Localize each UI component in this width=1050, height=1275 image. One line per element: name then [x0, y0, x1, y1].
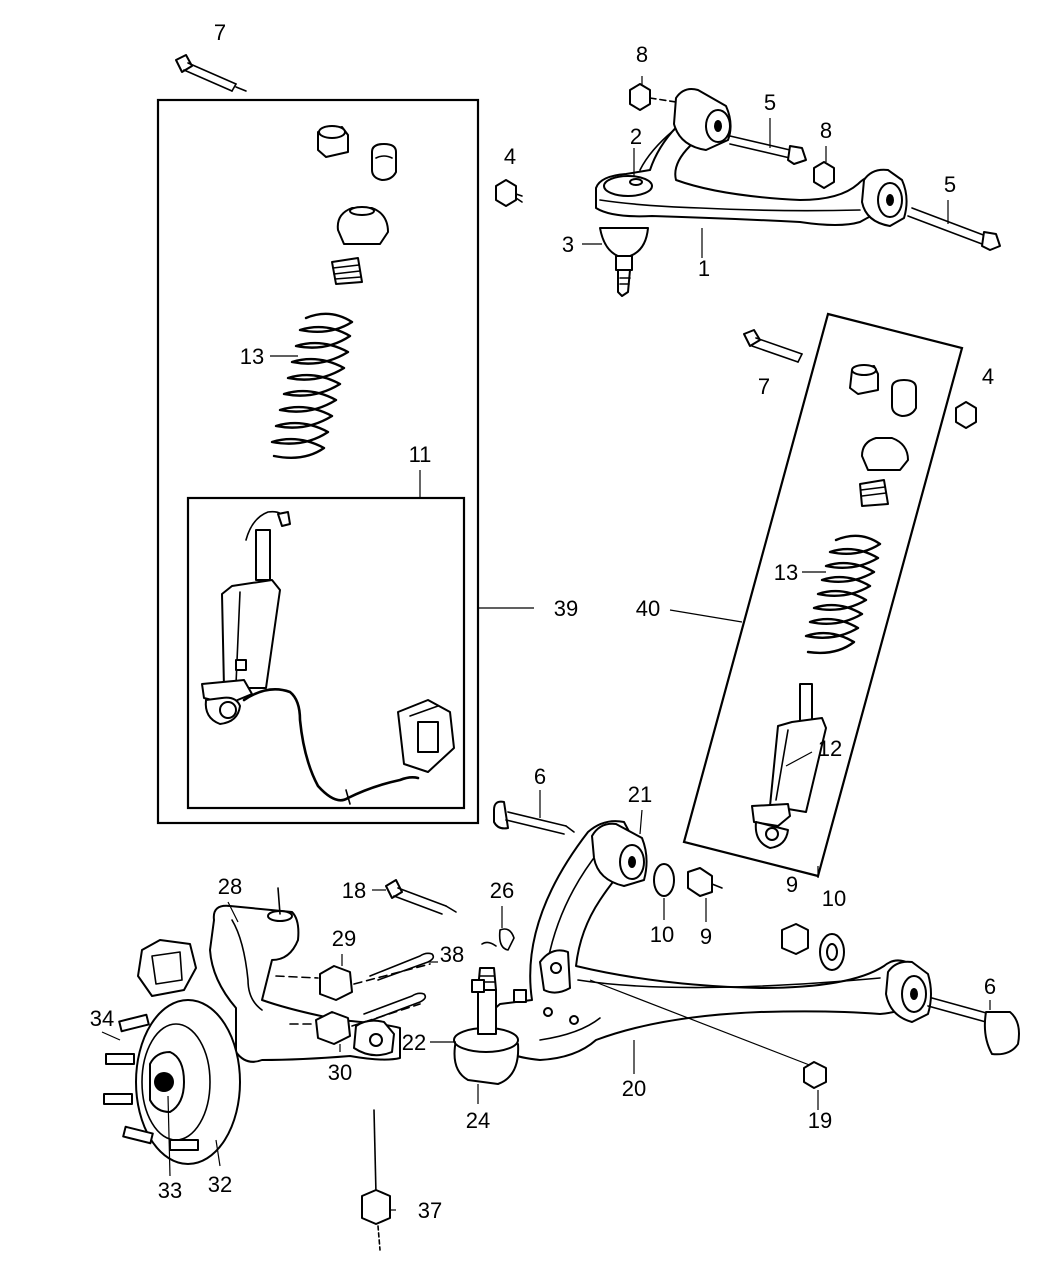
callout-26: 26	[490, 878, 514, 903]
callout-21: 21	[628, 782, 652, 807]
callout-5-rear: 5	[944, 172, 956, 197]
upper-control-arm	[595, 88, 908, 297]
jounce-bumper-left	[331, 257, 363, 285]
callout-6-left: 6	[534, 764, 546, 789]
callout-40: 40	[636, 596, 660, 621]
leader-lines-left-strut	[270, 355, 534, 609]
bolt-6-right	[927, 997, 1020, 1056]
nut-8-rear	[813, 146, 835, 189]
callout-9-strut: 9	[786, 872, 798, 897]
callout-38: 38	[440, 942, 464, 967]
callout-labels: 1 2 3 4 4 5 5 6 6 7 7 8 8 9 9 9 10 10 11…	[90, 20, 996, 1223]
callout-28: 28	[218, 874, 242, 899]
washer-10-rear	[819, 933, 845, 971]
lower-ball-joint	[453, 967, 527, 1085]
callout-9-front: 9	[700, 924, 712, 949]
callout-24: 24	[466, 1108, 490, 1133]
callout-22: 22	[402, 1030, 426, 1055]
cotter-pin-38	[363, 952, 438, 1021]
steering-knuckle	[137, 904, 401, 1063]
wheel-hub	[103, 999, 241, 1165]
bolt-6-left	[493, 790, 575, 835]
strut-bushing-clip-right	[891, 379, 917, 417]
callout-34: 34	[90, 1006, 114, 1031]
callout-4-left: 4	[504, 144, 516, 169]
callout-20: 20	[622, 1076, 646, 1101]
callout-32: 32	[208, 1172, 232, 1197]
callout-29: 29	[332, 926, 356, 951]
callout-33: 33	[158, 1178, 182, 1203]
nut-9-rear	[781, 923, 809, 955]
callout-8-front: 8	[636, 42, 648, 67]
bolt-18	[372, 879, 457, 915]
nut-37	[361, 1109, 391, 1251]
leader-lines-knuckle	[101, 901, 396, 1211]
stud-28	[277, 887, 281, 915]
callout-4-right: 4	[982, 364, 994, 389]
shock-absorber-right	[751, 683, 827, 849]
callout-30: 30	[328, 1060, 352, 1085]
nut-9-front	[687, 867, 723, 922]
nut-4-right	[955, 401, 977, 429]
nut-19	[803, 1061, 827, 1110]
leader-lines-upper-arm	[582, 148, 703, 258]
callout-7-top: 7	[214, 20, 226, 45]
strut-bushing-clip-left	[371, 143, 397, 181]
castle-nut-30	[289, 1003, 421, 1052]
strut-top-mount-right	[861, 437, 909, 471]
bolt-5-rear	[907, 200, 1001, 251]
callout-18: 18	[342, 878, 366, 903]
callout-13-right: 13	[774, 560, 798, 585]
nut-8-front	[629, 76, 677, 111]
strut-assembly-left-frame	[156, 98, 480, 825]
bolt-7-right	[743, 329, 803, 363]
callout-6-right: 6	[984, 974, 996, 999]
coil-spring-right	[804, 534, 882, 655]
leader-lines-lower-arm	[430, 809, 813, 1104]
callout-2: 2	[630, 124, 642, 149]
callout-10-rear: 10	[822, 886, 846, 911]
jounce-bumper-right	[859, 479, 889, 507]
strut-bushing-upper-left	[317, 125, 349, 158]
callout-37: 37	[418, 1198, 442, 1223]
callout-1: 1	[698, 256, 710, 281]
sensor-bracket	[481, 928, 515, 951]
callout-7-right: 7	[758, 374, 770, 399]
coil-spring-left	[270, 312, 354, 459]
lower-control-arm	[486, 820, 932, 1061]
bolt-7-top	[175, 54, 247, 92]
callout-39: 39	[554, 596, 578, 621]
callout-11: 11	[409, 442, 432, 467]
callout-8-rear: 8	[820, 118, 832, 143]
washer-10-front	[653, 863, 675, 920]
strut-top-mount-left	[336, 206, 389, 245]
castle-nut-29	[275, 954, 431, 1001]
strut-bushing-upper-right	[849, 364, 879, 395]
nut-4-left	[495, 179, 523, 207]
callout-10-front: 10	[650, 922, 674, 947]
electronic-shock-absorber	[201, 510, 455, 805]
bolt-5-front	[729, 118, 807, 165]
callout-12: 12	[818, 736, 842, 761]
leader-lines-right-strut	[669, 571, 826, 878]
callout-13-left: 13	[240, 344, 264, 369]
callout-5-front: 5	[764, 90, 776, 115]
callout-3: 3	[562, 232, 574, 257]
callout-19: 19	[808, 1108, 832, 1133]
